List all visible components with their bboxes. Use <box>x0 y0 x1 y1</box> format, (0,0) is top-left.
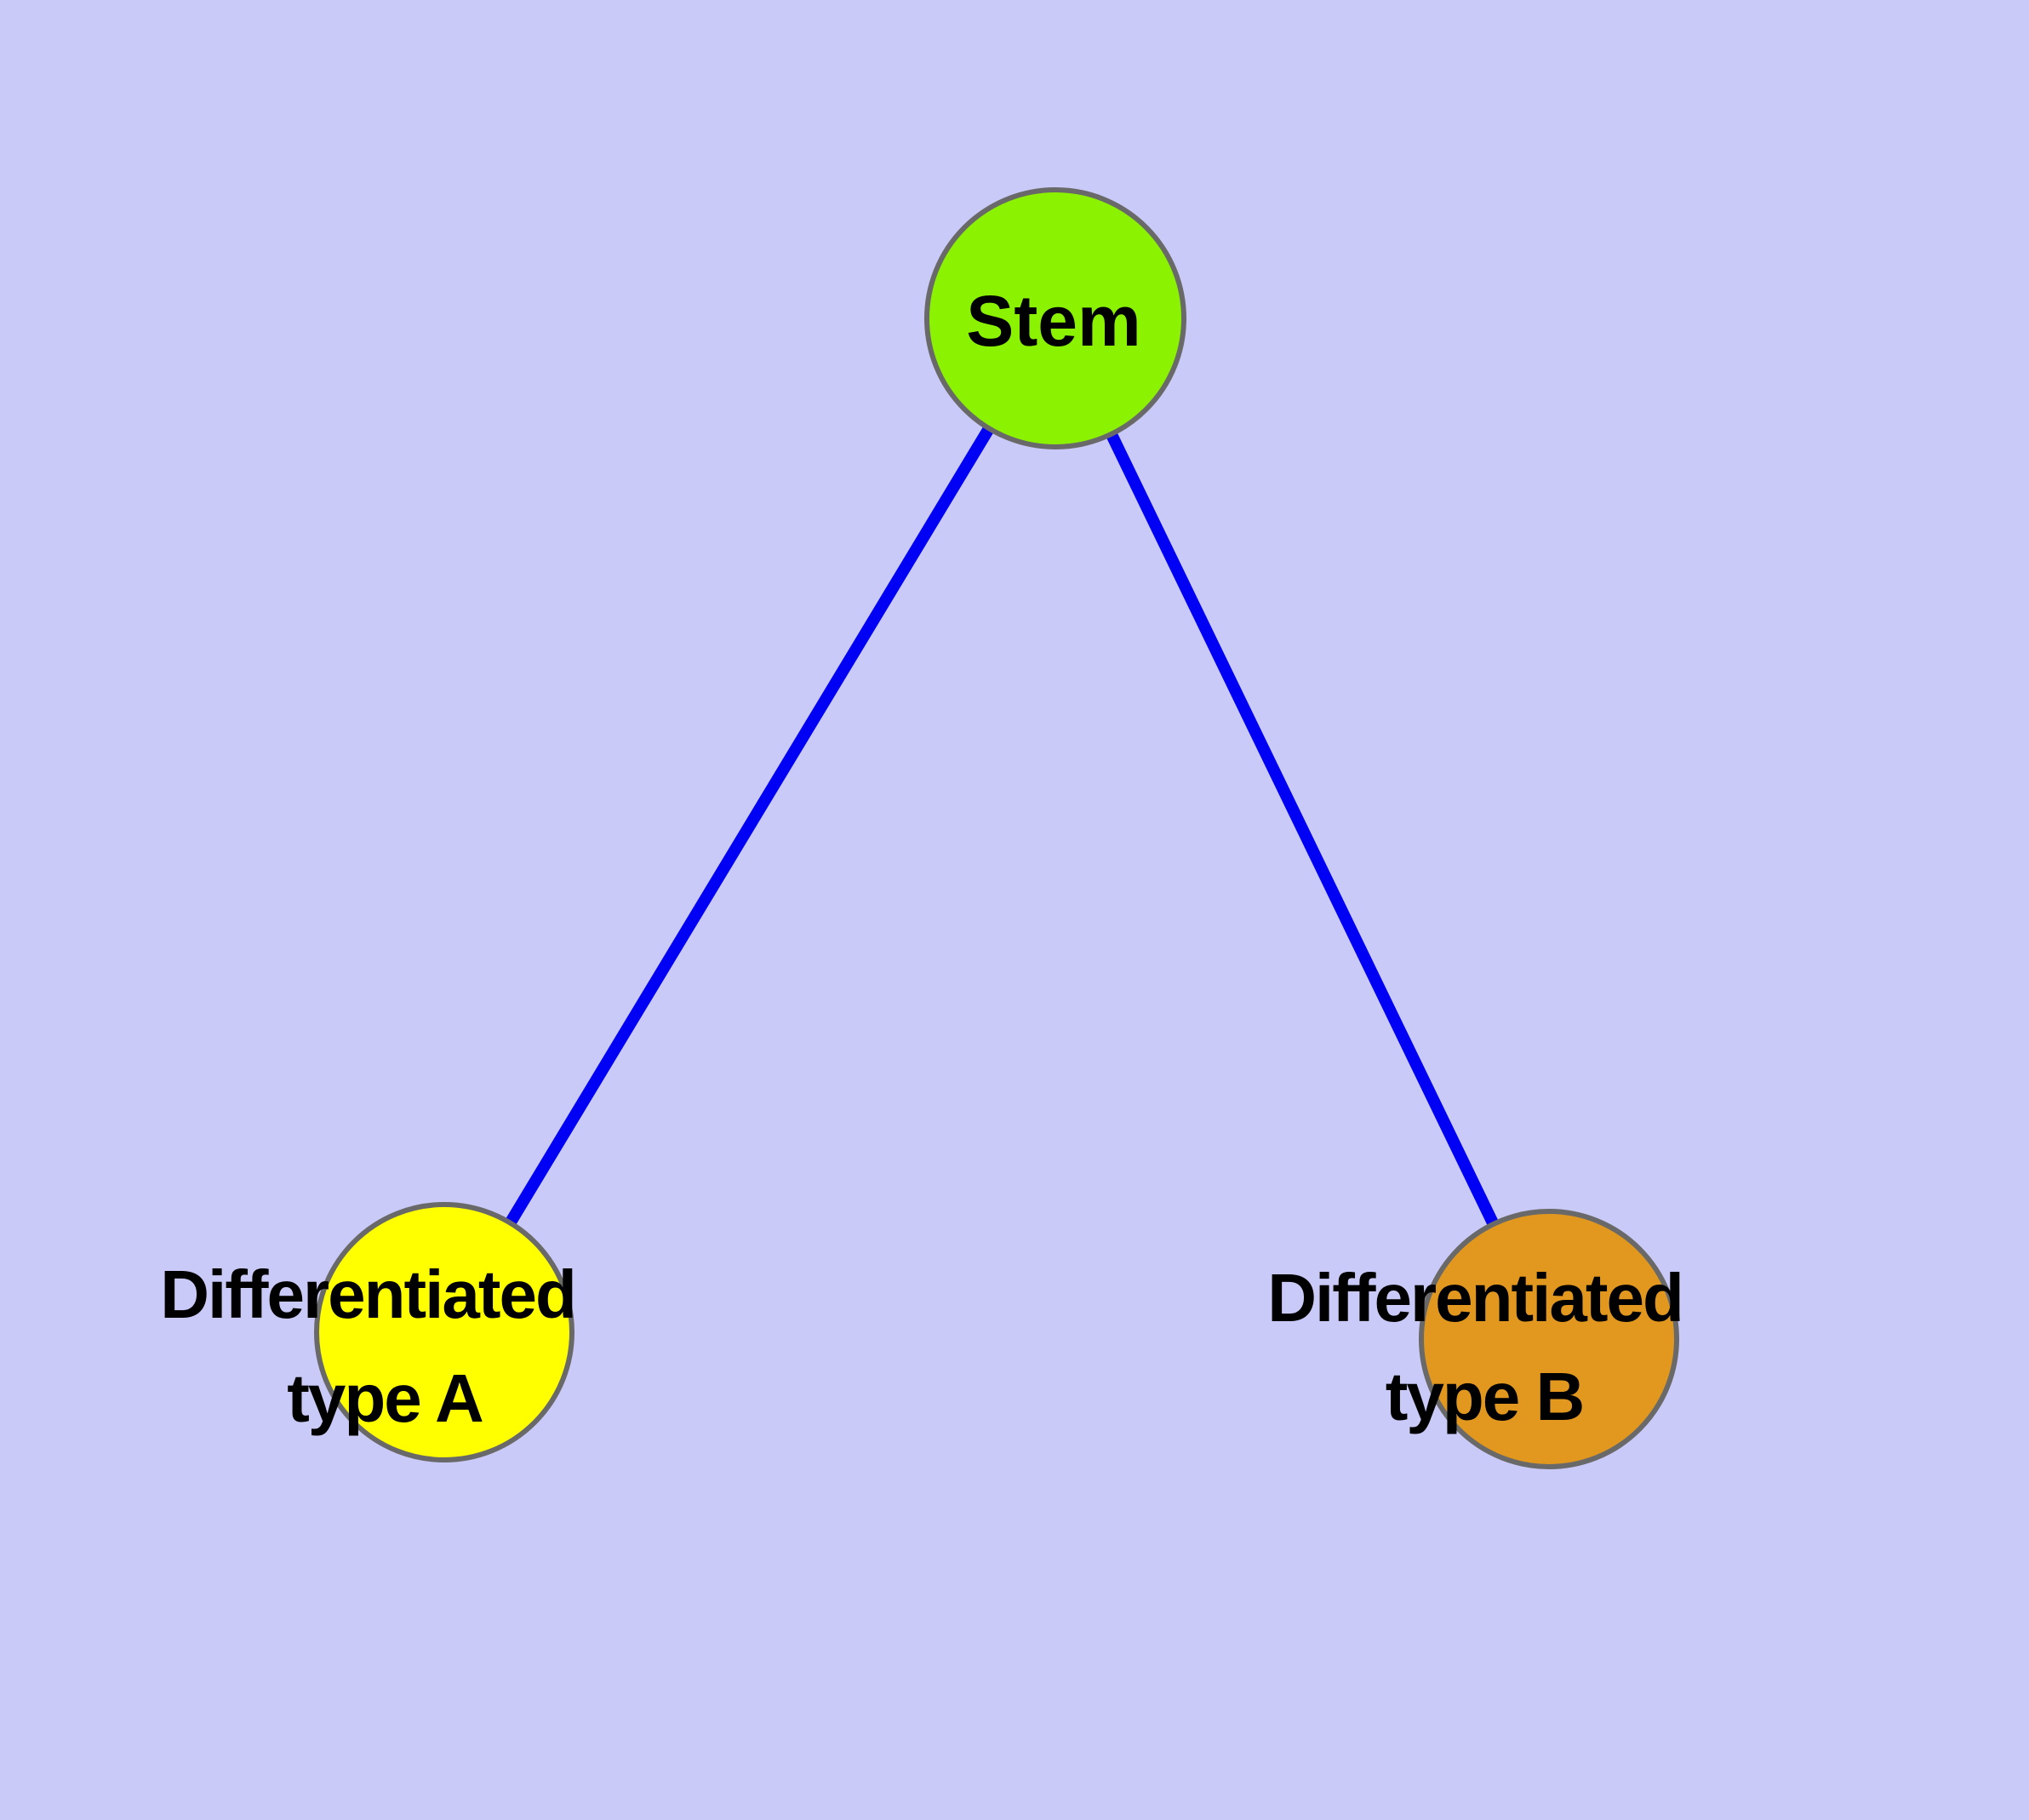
node-stem-circle <box>924 187 1186 449</box>
node-stem-label: Stem <box>966 281 1140 361</box>
edge-stem-to-differentiated-type-a <box>439 315 1060 1336</box>
node-differentiated-type-a-label-line2: type A <box>287 1360 483 1436</box>
node-differentiated-type-a-label-line1: Differentiated <box>160 1256 575 1332</box>
node-differentiated-type-b-circle <box>1419 1209 1679 1469</box>
edges-layer <box>439 315 1555 1342</box>
edge-stem-to-differentiated-type-b <box>1049 315 1555 1342</box>
node-stem: Stem <box>924 187 1186 449</box>
node-differentiated-type-b-label-line1: Differentiated <box>1267 1260 1683 1336</box>
node-differentiated-type-b-label-line2: type B <box>1386 1359 1584 1434</box>
node-differentiated-type-a-circle <box>314 1202 574 1462</box>
node-differentiated-type-a: Differentiated type A <box>160 1202 577 1462</box>
node-differentiated-type-b: Differentiated type B <box>1267 1209 1684 1469</box>
